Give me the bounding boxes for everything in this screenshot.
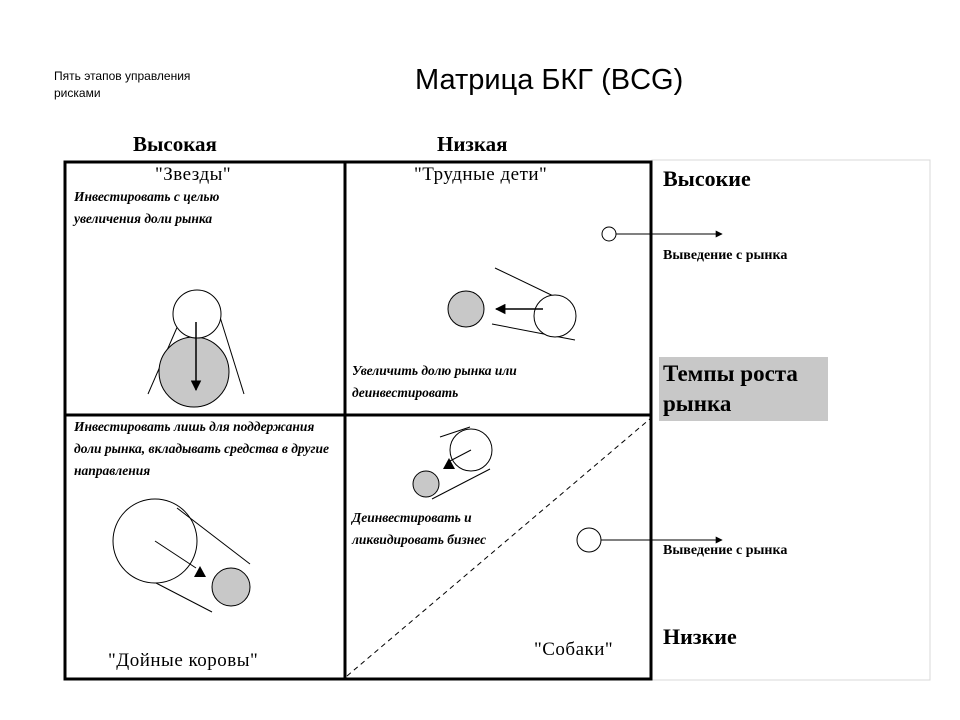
cash-cows-text: Инвестировать лишь для поддержания доли …	[74, 419, 329, 478]
market-growth-label: Темпы роста рынка	[659, 357, 828, 421]
cows-arrow-head	[194, 566, 206, 577]
cows-arrow-line	[154, 540, 197, 569]
question-marks-text: Увеличить долю рынка или деинвестировать	[352, 363, 517, 400]
question-marks-title: "Трудные дети"	[414, 164, 548, 185]
column-label-high: Высокая	[133, 132, 217, 156]
dogs-title: "Собаки"	[534, 639, 614, 660]
cows-target-circle	[211, 567, 251, 607]
question-cone-line-bottom	[491, 323, 576, 341]
exit-label-bottom: Выведение с рынка	[663, 543, 788, 558]
question-target-circle	[447, 290, 485, 328]
stars-text: Инвестировать с целью увеличения доли ры…	[74, 189, 220, 226]
slide-title: Матрица БКГ (BCG)	[415, 64, 684, 96]
dogs-text: Деинвестировать и ликвидировать бизнес	[352, 510, 487, 547]
dogs-target-circle	[412, 470, 440, 498]
dogs-cone-line-bottom	[431, 468, 491, 500]
dogs-cone-line-top	[439, 426, 471, 438]
growth-high-label: Высокие	[663, 166, 751, 191]
matrix-frame	[63, 160, 653, 681]
stars-cone-line-right	[219, 316, 245, 395]
growth-low-label: Низкие	[663, 624, 737, 649]
cash-cows-title: "Дойные коровы"	[108, 650, 259, 671]
column-label-low: Низкая	[437, 132, 508, 156]
cows-cone-line-bottom	[155, 582, 213, 613]
dogs-arrow-line	[449, 449, 472, 462]
stars-title: "Звезды"	[155, 164, 232, 185]
stars-current-circle	[172, 289, 222, 339]
exit-bottom-circle	[576, 527, 602, 553]
question-current-circle	[533, 294, 577, 338]
dogs-arrow-head	[443, 458, 455, 469]
dogs-diagonal-divider	[346, 417, 652, 677]
exit-top-circle	[601, 226, 617, 242]
cows-cone-line-top	[176, 507, 251, 565]
exit-label-top: Выведение с рынка	[663, 248, 788, 263]
stars-target-circle	[158, 336, 230, 408]
section-label: Пять этапов управления рисками	[54, 69, 191, 100]
